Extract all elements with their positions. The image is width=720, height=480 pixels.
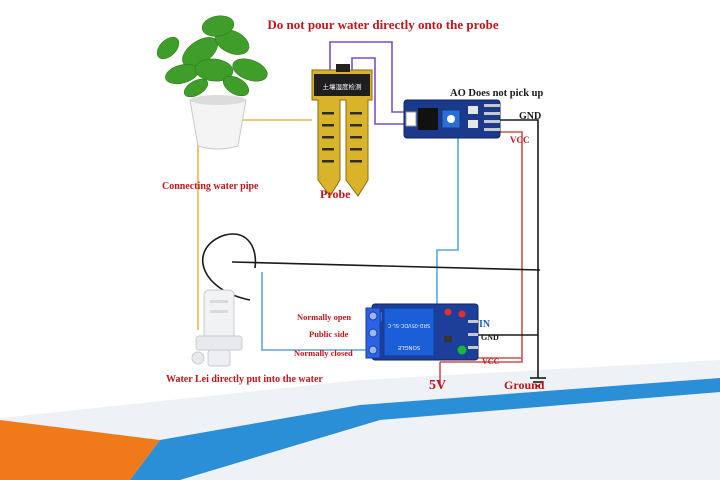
- public-side-label: Public side: [309, 329, 349, 339]
- relay-terminal-block: [365, 307, 381, 359]
- connecting-pipe-label: Connecting water pipe: [162, 181, 259, 192]
- ground-label: Ground: [504, 378, 545, 392]
- sensor-vcc-label: VCC: [510, 135, 530, 145]
- title-warning: Do not pour water directly onto the prob…: [267, 17, 498, 32]
- wire-blue-do: [436, 135, 470, 313]
- relay-vcc-label: VCC: [482, 357, 500, 366]
- relay-in-label: IN: [479, 319, 491, 330]
- soil-probe-icon: 土壤湿度检测: [311, 64, 373, 197]
- wire-purple-2: [351, 57, 404, 125]
- plant-pot-icon: [156, 15, 268, 150]
- ground-symbol-icon: [530, 377, 546, 387]
- relay-gnd-label: GND: [481, 333, 499, 342]
- wire-red-sensor-vcc: [440, 131, 523, 363]
- sensor-board-icon: [403, 99, 501, 139]
- probe-label: Probe: [320, 187, 351, 201]
- relay-module-icon: SRD-05VDC-SL-C SONGLE: [365, 303, 479, 361]
- relay-model-text: SRD-05VDC-SL-C: [387, 322, 430, 328]
- normally-open-label: Normally open: [297, 312, 351, 322]
- wire-black-loop: [202, 233, 257, 301]
- wire-blue-pump: [261, 272, 374, 351]
- footer-decoration: [0, 360, 720, 480]
- ao-note-label: AO Does not pick up: [450, 88, 544, 99]
- wire-black-pump: [231, 261, 541, 271]
- water-pump-label: Water Lei directly put into the water: [166, 374, 323, 385]
- wire-black-sensor-gnd: [500, 119, 539, 368]
- normally-closed-label: Normally closed: [294, 348, 353, 358]
- wire-purple-1: [329, 41, 404, 113]
- labels: Do not pour water directly onto the prob…: [162, 17, 545, 393]
- water-pump-icon: [191, 289, 243, 367]
- five-v-label: 5V: [429, 378, 446, 393]
- sensor-gnd-label: GND: [519, 111, 541, 122]
- probe-board-text: 土壤湿度检测: [323, 82, 363, 91]
- relay-brand-text: SONGLE: [397, 344, 420, 350]
